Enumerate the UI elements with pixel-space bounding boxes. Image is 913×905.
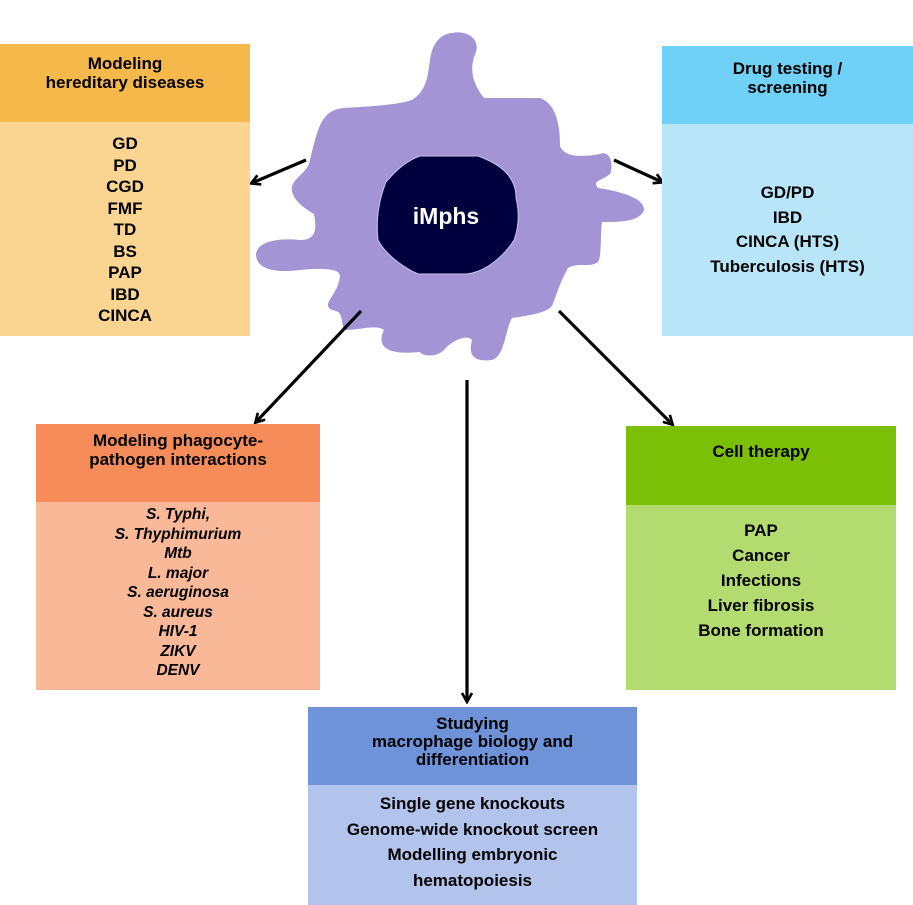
list-item: Bone formation [698,621,824,640]
box-header: Cell therapy [626,426,896,505]
box-body: GD/PD IBD CINCA (HTS) Tuberculosis (HTS) [662,124,913,336]
box-cell-therapy: Cell therapy PAP Cancer Infections Liver… [626,426,896,690]
box-pathogen-interactions: Modeling phagocyte- pathogen interaction… [36,424,320,690]
header-line: differentiation [415,750,530,769]
list-item: PAP [108,263,142,282]
list-item: L. major [147,564,209,582]
list-item: S. aureus [143,603,213,621]
list-item: IBD [110,284,140,304]
header-line: Studying [436,714,509,733]
list-item: hematopoiesis [412,870,533,890]
list-item: IBD [772,207,803,227]
list-item: PD [113,155,137,175]
list-item: GD [112,134,138,153]
arrow-to-cell-therapy [557,309,672,424]
header-line: Cell therapy [712,442,810,461]
header-line: Modeling phagocyte- [93,431,263,450]
list-item: Single gene knockouts [379,794,566,813]
list-item: S. Typhi, [145,506,210,523]
list-item: CINCA (HTS) [735,232,840,251]
list-item: S. aeruginosa [127,584,229,601]
box-body: GD PD CGD FMF TD BS PAP IBD CINCA [0,122,250,336]
list-item: Genome-wide knockout screen [346,819,599,839]
arrow-to-drug-testing [613,158,662,182]
list-item: Tuberculosis (HTS) [710,256,865,276]
arrow-to-hereditary [252,158,307,183]
list-item: BS [113,241,137,261]
list-item: CINCA [98,306,152,325]
list-item: CGD [106,177,144,196]
header-line: hereditary diseases [45,73,205,92]
list-item: FMF [107,198,143,218]
box-header: Drug testing / screening [662,46,913,124]
box-body: PAP Cancer Infections Liver fibrosis Bon… [626,505,896,690]
list-item: Liver fibrosis [707,596,815,615]
box-body: S. Typhi, S. Thyphimurium Mtb L. major S… [36,502,320,690]
list-item: HIV-1 [158,623,198,640]
box-header: Modeling phagocyte- pathogen interaction… [36,424,320,502]
header-line: screening [747,78,828,97]
list-item: GD/PD [760,183,815,202]
list-item: Cancer [732,546,790,565]
center-label: iMphs [413,203,479,229]
box-macrophage-biology: Studying macrophage biology and differen… [308,707,637,905]
box-body: Single gene knockouts Genome-wide knocko… [308,785,637,905]
box-header: Studying macrophage biology and differen… [308,707,637,785]
list-item: ZIKV [160,642,196,660]
header-line: macrophage biology and [371,732,574,751]
box-header: Modeling hereditary diseases [0,44,250,122]
arrow-to-pathogen [256,309,363,422]
header-line: Drug testing / [732,59,843,78]
list-item: Infections [720,571,802,590]
header-line: pathogen interactions [89,450,267,469]
box-hereditary-diseases: Modeling hereditary diseases GD PD CGD F… [0,44,250,336]
header-line: Modeling [87,54,163,73]
list-item: PAP [744,521,778,540]
list-item: S. Thyphimurium [114,525,242,543]
box-drug-testing: Drug testing / screening GD/PD IBD CINCA… [662,46,913,336]
nucleus-shape [376,155,519,275]
list-item: DENV [156,662,200,679]
list-item: Mtb [164,545,192,562]
list-item: Modelling embryonic [387,845,558,864]
list-item: TD [113,220,137,239]
